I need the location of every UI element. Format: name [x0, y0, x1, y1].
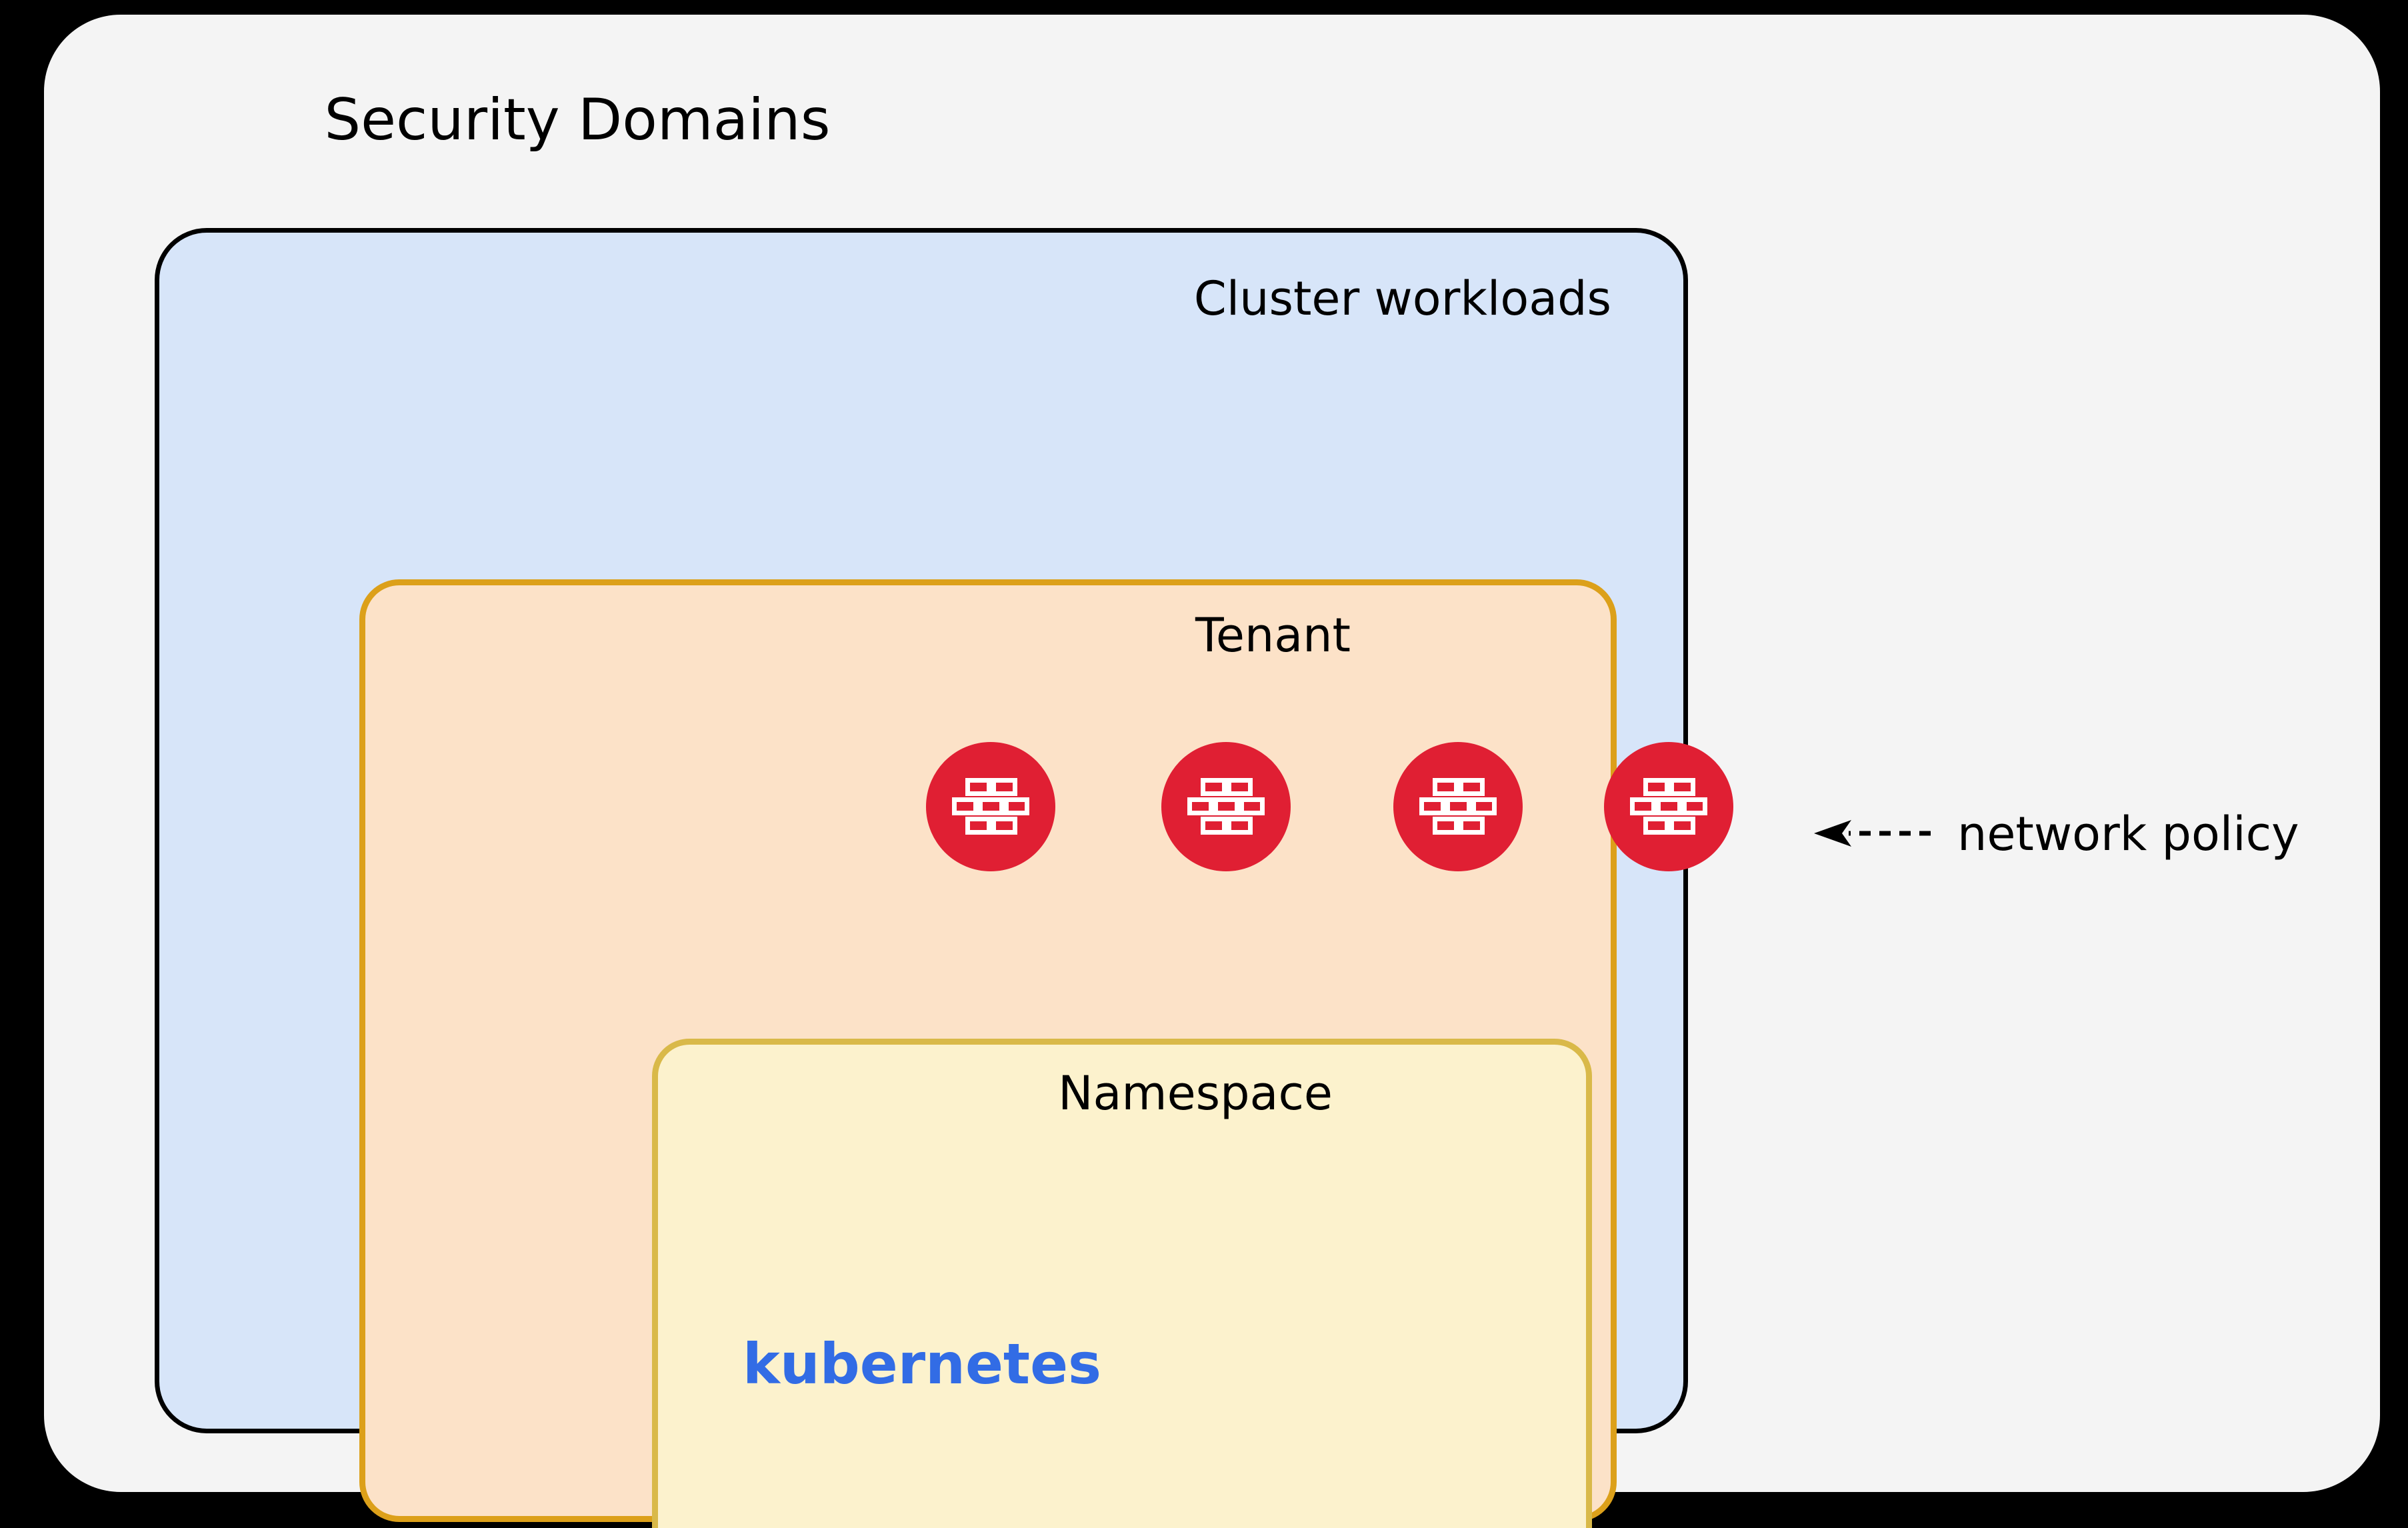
- cluster-workloads-label: Cluster workloads: [1193, 271, 1611, 326]
- firewall-brick-icon: [926, 742, 1055, 871]
- firewall-brick-icon: [1604, 742, 1733, 871]
- tenant-label: Tenant: [1195, 608, 1351, 663]
- namespace-box: Namespace Endpoint groups: [652, 1039, 1592, 1528]
- firewall-brick-icon: [1161, 742, 1291, 871]
- namespace-label: Namespace: [1058, 1066, 1333, 1121]
- network-policy-label: network policy: [1957, 807, 2299, 861]
- tenant-box: Tenant Namespace Endpoint groups: [359, 579, 1617, 1528]
- firewall-brick-icon: [1393, 742, 1523, 871]
- network-policy-arrow-icon: [1814, 820, 1931, 847]
- page-title: Security Domains: [324, 87, 831, 153]
- kubernetes-logo-text: kubernetes: [742, 1331, 1102, 1397]
